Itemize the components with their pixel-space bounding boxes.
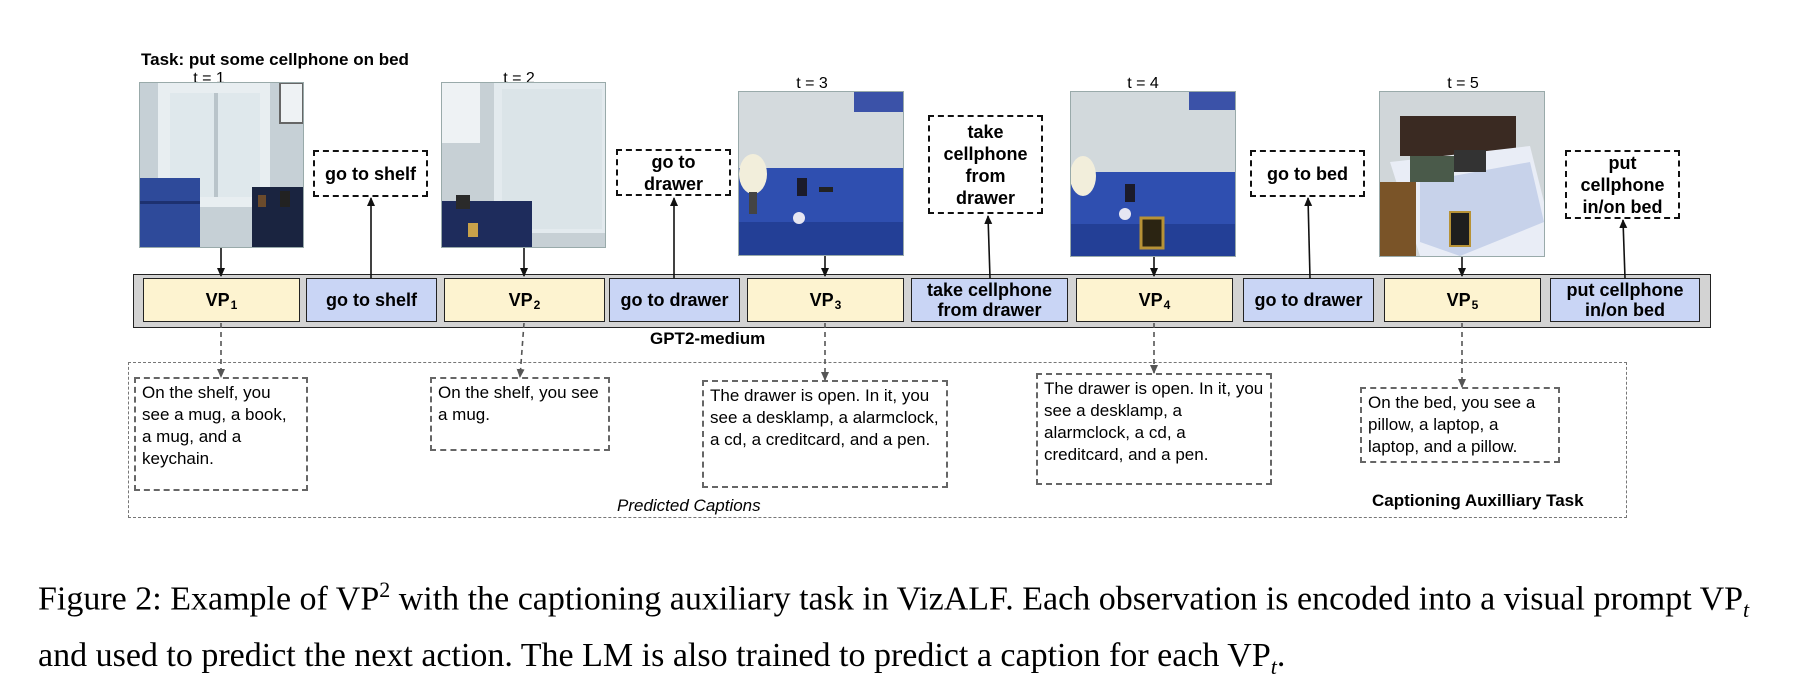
caption-sup: 2 (379, 577, 391, 602)
vp-subscript: 2 (533, 298, 541, 312)
observation-image-shelf-closeup (441, 82, 606, 248)
observation-image-shelf-window (139, 82, 304, 248)
action-label-go-to-shelf: go to shelf (313, 150, 428, 197)
caption-box: On the shelf, you see a mug, a book, a m… (134, 377, 308, 491)
vp-subscript: 3 (834, 298, 842, 312)
vp-subscript: 4 (1163, 298, 1171, 312)
timestep-label: t = 5 (1447, 75, 1479, 92)
caption-box: The drawer is open. In it, you see a des… (1036, 373, 1272, 485)
action-token: go to drawer (1243, 278, 1374, 322)
action-label-put-cellphone: put cellphone in/on bed (1565, 150, 1680, 219)
action-token: go to shelf (306, 278, 437, 322)
task-title: Task: put some cellphone on bed (141, 50, 409, 69)
caption-sub-t: t (1270, 653, 1277, 679)
caption-middle: with the captioning auxiliary task in Vi… (390, 580, 1744, 618)
action-token: go to drawer (609, 278, 740, 322)
action-token: put cellphone in/on bed (1550, 278, 1700, 322)
observation-image-drawer-cellphone (1070, 91, 1236, 257)
action-label-take-cellphone: take cellphone from drawer (928, 115, 1043, 214)
captioning-aux-region (128, 362, 1627, 518)
arrow-action-up (984, 215, 993, 279)
vp-subscript: 5 (1471, 298, 1479, 312)
caption-box: On the shelf, you see a mug. (430, 377, 610, 451)
caption-end: . (1276, 637, 1286, 675)
action-label-go-to-drawer: go to drawer (616, 149, 731, 196)
action-label-go-to-bed: go to bed (1250, 150, 1365, 197)
timestep-label: t = 4 (1127, 75, 1159, 92)
caption-after: and used to predict the next action. The… (38, 637, 1271, 675)
vp-text: VP (205, 289, 230, 310)
caption-box: On the bed, you see a pillow, a laptop, … (1360, 387, 1560, 463)
observation-image-bed (1379, 91, 1545, 257)
model-label: GPT2-medium (650, 329, 766, 348)
arrow-vp-to-caption (516, 322, 525, 378)
figure-caption: Figure 2: Example of VP2 with the captio… (38, 567, 1798, 690)
vp-text: VP (1138, 289, 1163, 310)
vp-text: VP (809, 289, 834, 310)
vp-subscript: 1 (230, 298, 238, 312)
arrow-action-up (1304, 197, 1313, 279)
vp-text: VP (508, 289, 533, 310)
caption-box: The drawer is open. In it, you see a des… (702, 380, 948, 488)
arrow-action-up (1619, 219, 1628, 279)
arrows-layer (217, 197, 1628, 388)
caption-prefix: Figure 2: Example of VP (38, 580, 380, 618)
observation-image-drawer-lamp (738, 91, 904, 256)
timestep-label: t = 3 (796, 75, 828, 92)
aux-task-label: Captioning Auxilliary Task (1372, 491, 1584, 510)
predicted-captions-label: Predicted Captions (617, 496, 761, 515)
vp-text: VP (1446, 289, 1471, 310)
action-token: take cellphone from drawer (911, 278, 1068, 322)
caption-sub-t: t (1743, 597, 1750, 623)
